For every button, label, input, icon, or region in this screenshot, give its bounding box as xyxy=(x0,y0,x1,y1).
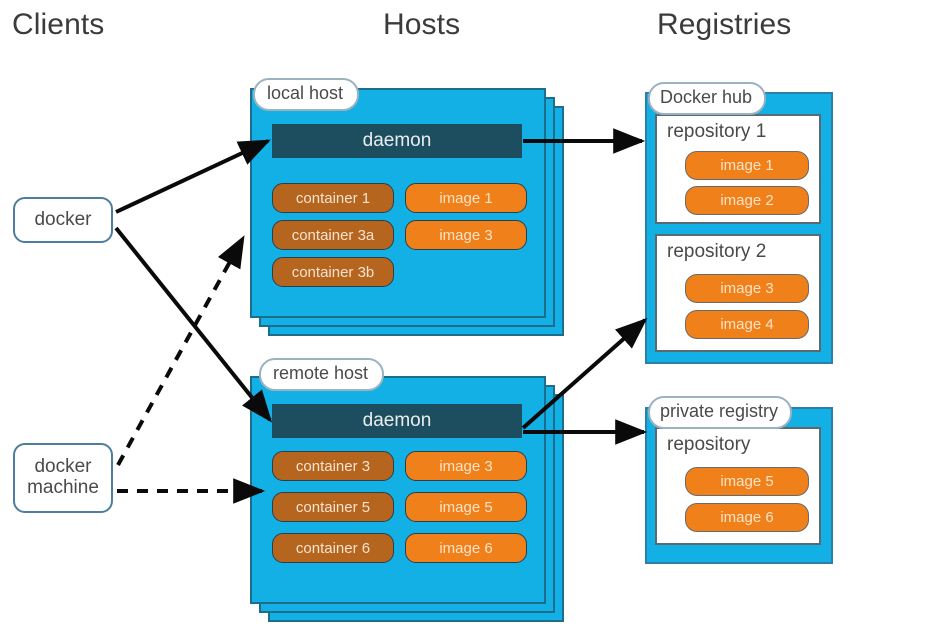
remote-host-container-5[interactable]: container 5 xyxy=(272,492,394,522)
remote-host-stack: daemon container 3 container 5 container… xyxy=(250,376,580,626)
arrow-docker-machine-to-local-host xyxy=(116,235,245,466)
private-registry-tab-label: private registry xyxy=(648,396,793,429)
repository-1-image-2[interactable]: image 2 xyxy=(685,186,809,215)
column-header-clients: Clients xyxy=(12,8,105,41)
remote-host-image-6[interactable]: image 6 xyxy=(405,533,527,563)
remote-host-image-5[interactable]: image 5 xyxy=(405,492,527,522)
repository-1-label: repository 1 xyxy=(667,121,767,142)
local-host-stack: daemon container 1 container 3a containe… xyxy=(250,88,570,338)
column-header-hosts: Hosts xyxy=(383,8,461,41)
docker-hub-panel[interactable]: repository 1 image 1 image 2 repository … xyxy=(645,92,833,364)
remote-host-image-3[interactable]: image 3 xyxy=(405,451,527,481)
remote-host-tab-label: remote host xyxy=(259,358,385,391)
repository-2-box[interactable]: repository 2 image 3 image 4 xyxy=(655,234,821,352)
private-repository-label: repository xyxy=(667,434,751,455)
arrow-docker-to-local-daemon xyxy=(115,139,271,214)
local-host-container-3b[interactable]: container 3b xyxy=(272,257,394,287)
repository-2-label: repository 2 xyxy=(667,241,767,262)
repository-2-image-3[interactable]: image 3 xyxy=(685,274,809,303)
remote-host-daemon[interactable]: daemon xyxy=(272,404,522,438)
client-docker-machine-label: docker machine xyxy=(27,456,99,498)
private-repository-box[interactable]: repository image 5 image 6 xyxy=(655,427,821,545)
remote-host-container-6[interactable]: container 6 xyxy=(272,533,394,563)
docker-hub-tab-label: Docker hub xyxy=(648,82,767,115)
local-host-container-3a[interactable]: container 3a xyxy=(272,220,394,250)
local-host-image-1[interactable]: image 1 xyxy=(405,183,527,213)
local-host-tab-label: local host xyxy=(253,78,360,111)
private-repository-image-5[interactable]: image 5 xyxy=(685,467,809,496)
local-host-container-1[interactable]: container 1 xyxy=(272,183,394,213)
repository-2-image-4[interactable]: image 4 xyxy=(685,310,809,339)
repository-1-box[interactable]: repository 1 image 1 image 2 xyxy=(655,114,821,224)
repository-1-image-1[interactable]: image 1 xyxy=(685,151,809,180)
local-host-daemon[interactable]: daemon xyxy=(272,124,522,158)
client-docker-machine[interactable]: docker machine xyxy=(13,443,113,513)
remote-host-container-3[interactable]: container 3 xyxy=(272,451,394,481)
local-host-image-3[interactable]: image 3 xyxy=(405,220,527,250)
client-docker[interactable]: docker xyxy=(13,197,113,243)
column-header-registries: Registries xyxy=(657,8,792,41)
private-registry-panel[interactable]: repository image 5 image 6 xyxy=(645,407,833,564)
private-repository-image-6[interactable]: image 6 xyxy=(685,503,809,532)
arrow-docker-to-remote-daemon xyxy=(114,226,273,423)
